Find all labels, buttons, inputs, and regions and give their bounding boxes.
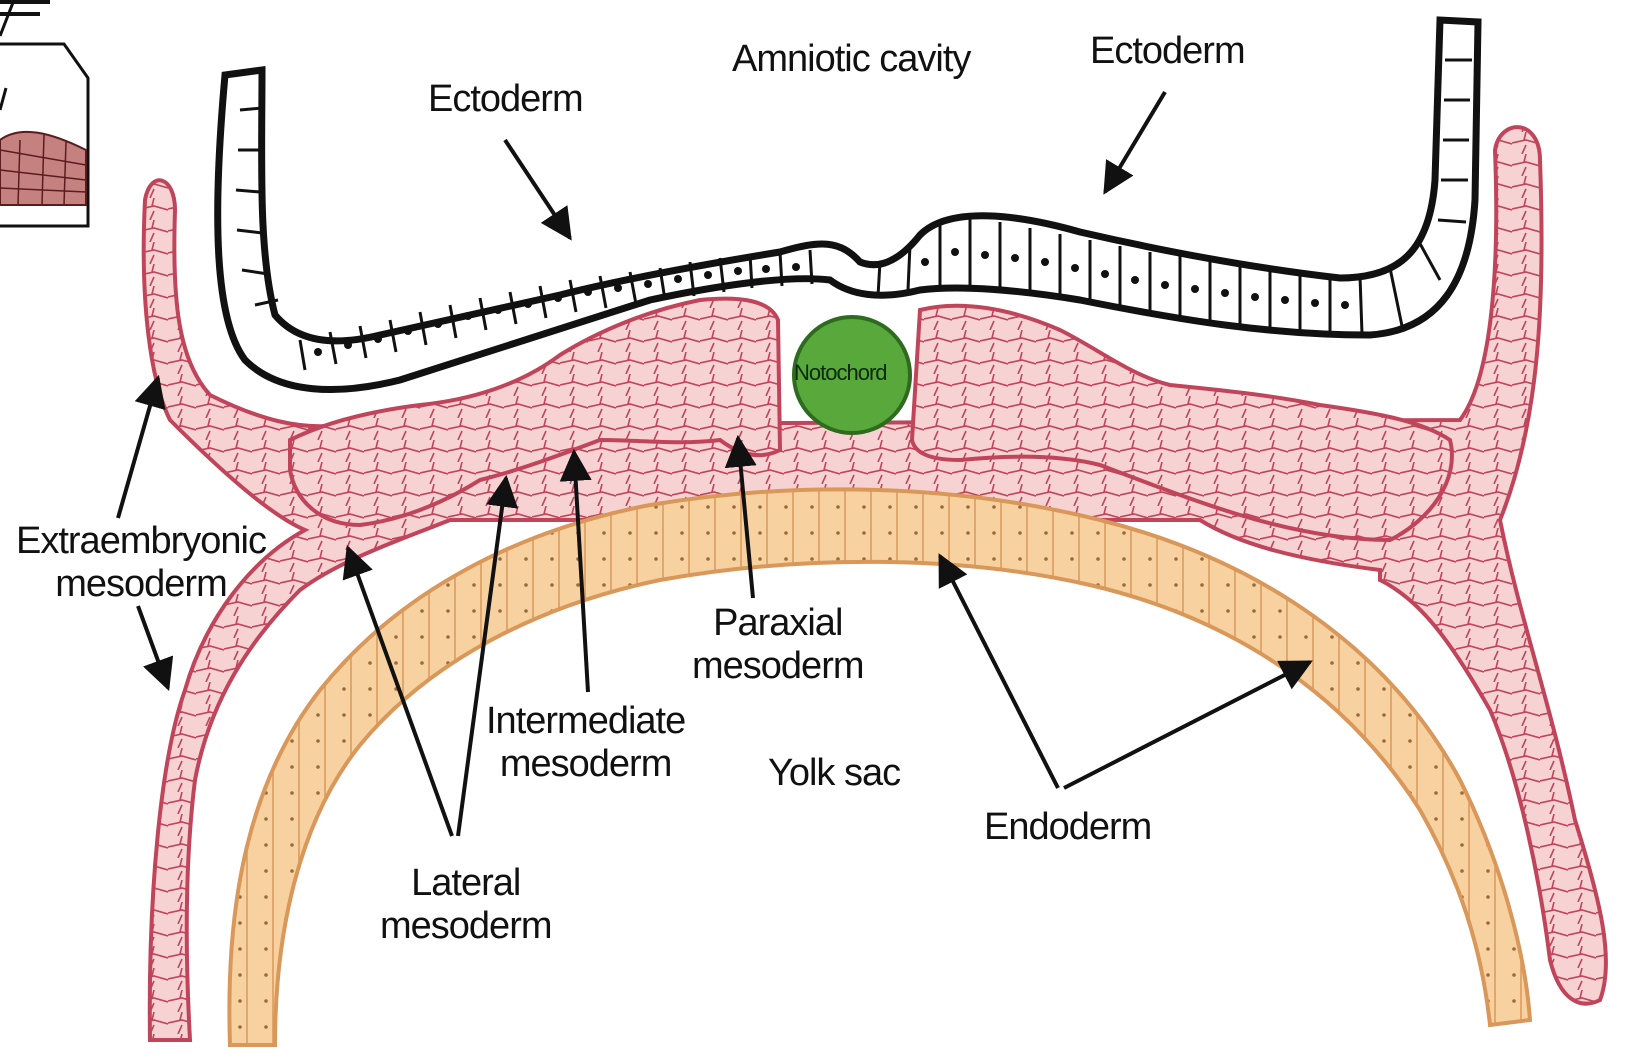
label-intermediate-mesoderm: Intermediate mesoderm xyxy=(486,700,685,785)
label-lateral-mesoderm: Lateral mesoderm xyxy=(380,862,552,947)
label-ectoderm-left: Ectoderm xyxy=(428,78,583,121)
label-notochord: Notochord xyxy=(794,360,887,386)
label-intermediate-line2: mesoderm xyxy=(486,743,685,786)
label-lateral-line1: Lateral xyxy=(380,862,552,905)
leader-ectoderm-left xyxy=(505,140,570,238)
label-extraembryonic-line2: mesoderm xyxy=(16,563,266,606)
label-paraxial-line1: Paraxial xyxy=(692,602,864,645)
label-extraembryonic-mesoderm: Extraembryonic mesoderm xyxy=(16,520,266,605)
label-intermediate-line1: Intermediate xyxy=(486,700,685,743)
label-endoderm: Endoderm xyxy=(984,806,1151,849)
label-ectoderm-right: Ectoderm xyxy=(1090,30,1245,73)
leader-endoderm-a xyxy=(940,556,1058,788)
leader-ectoderm-right xyxy=(1105,92,1165,192)
leader-endoderm-b xyxy=(1064,662,1310,788)
leader-extraembryonic-up xyxy=(118,378,158,518)
inset-thumbnail xyxy=(0,0,88,226)
label-paraxial-line2: mesoderm xyxy=(692,645,864,688)
label-lateral-line2: mesoderm xyxy=(380,905,552,948)
label-yolk-sac: Yolk sac xyxy=(768,752,900,795)
label-paraxial-mesoderm: Paraxial mesoderm xyxy=(692,602,864,687)
leader-extraembryonic-down xyxy=(138,606,168,688)
label-amniotic-cavity: Amniotic cavity xyxy=(732,38,970,81)
label-extraembryonic-line1: Extraembryonic xyxy=(16,520,266,563)
